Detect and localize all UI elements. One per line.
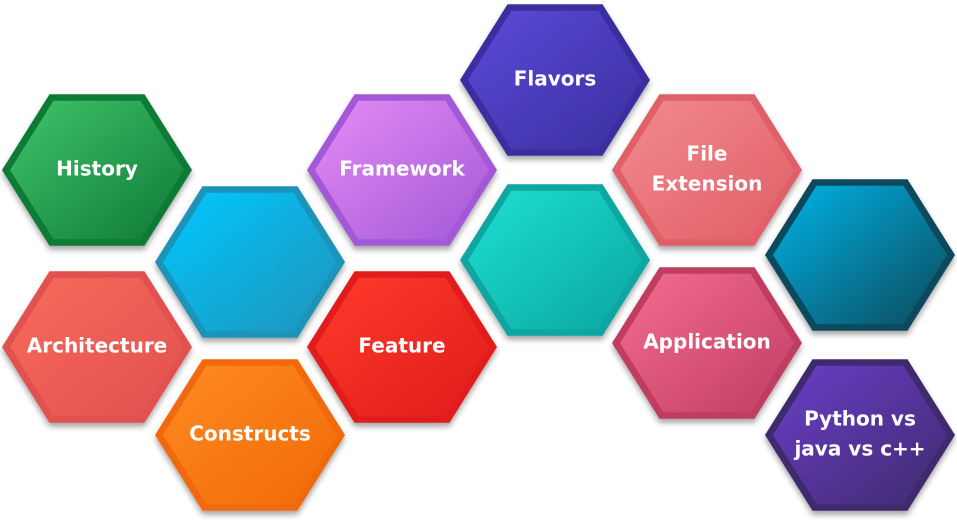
hexagon-application: Application [612, 267, 802, 419]
hexagon-python-vs-java: Python vs java vs c++ [765, 359, 955, 511]
hexagon-history: History [2, 94, 192, 246]
hexagon-face [468, 190, 642, 330]
hexagon-face [468, 10, 642, 150]
hexagon-constructs: Constructs [155, 359, 345, 511]
hexagon-face [315, 277, 489, 417]
hexagon-label: Feature [358, 334, 445, 358]
hexagon-teal [460, 184, 650, 336]
hexagon-face [10, 277, 184, 417]
hexagon-label: Application [643, 330, 771, 354]
hexagon-label: Constructs [189, 422, 311, 446]
hexagon-flavors: Flavors [460, 4, 650, 156]
hexagon-label: Flavors [514, 67, 597, 91]
hexagon-label: Framework [339, 157, 465, 181]
hexagon-face [315, 100, 489, 240]
hexagon-architecture: Architecture [2, 271, 192, 423]
hexagon-label: History [56, 157, 138, 181]
hexagon-face [620, 100, 794, 240]
hexagon-blank-blue [155, 186, 345, 338]
hexagon-face [163, 192, 337, 332]
hexagon-label: Extension [652, 172, 763, 196]
hexagon-face [163, 365, 337, 505]
hexagon-framework: Framework [307, 94, 497, 246]
hexagon-label: File [687, 142, 728, 166]
hexagon-label: Python vs [804, 407, 916, 431]
hexagon-face [10, 100, 184, 240]
hexagon-face [773, 185, 947, 325]
hexagon-face [620, 273, 794, 413]
hexagon-face [773, 365, 947, 505]
hexagon-feature: Feature [307, 271, 497, 423]
hexagon-label: Architecture [27, 334, 168, 358]
hexagon-label: java vs c++ [793, 437, 925, 461]
hexagon-blank-cyan-dark [765, 179, 955, 331]
